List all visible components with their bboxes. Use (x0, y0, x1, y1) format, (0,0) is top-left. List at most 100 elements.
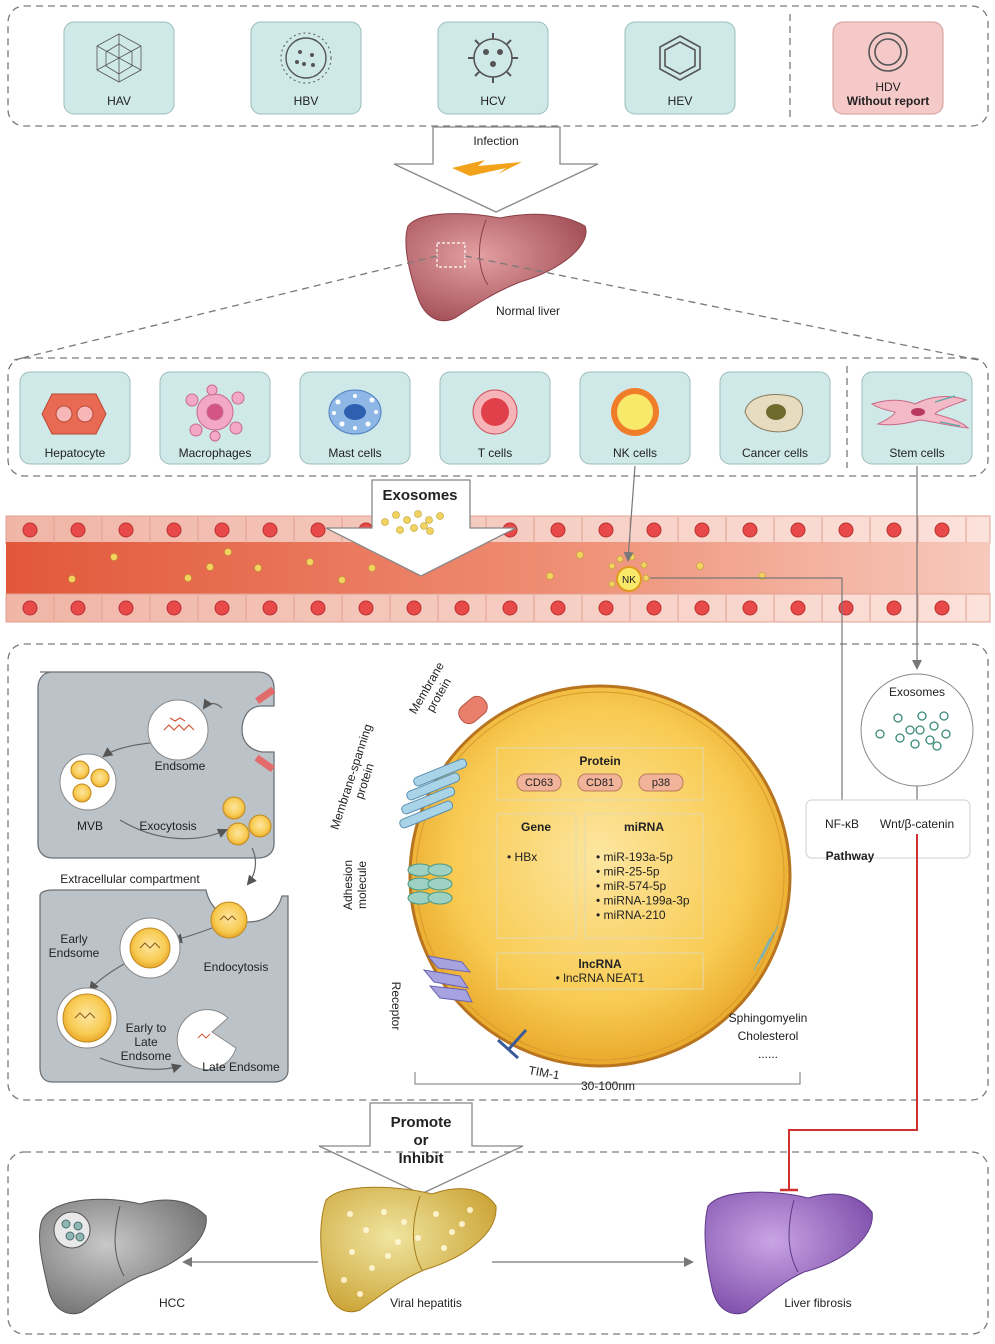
hcc-label: HCC (159, 1296, 185, 1310)
gene-item: • HBx (507, 850, 537, 864)
exosome-particle (254, 564, 262, 572)
vessel-lumen (6, 542, 990, 596)
endothelial-cell (742, 522, 758, 538)
virus-box-hbv: HBV (250, 21, 362, 115)
endothelial-cell (166, 600, 182, 616)
endothelial-cell (790, 522, 806, 538)
hdv-label: HDV (875, 80, 900, 94)
infection-label: Infection (473, 134, 518, 148)
mvb-label: MVB (77, 819, 103, 833)
membrane-protein-label: Membraneprotein (406, 659, 459, 723)
endothelial-cell (358, 600, 374, 616)
mirna-item: • miRNA-210 (596, 908, 666, 922)
hdv-note: Without report (847, 94, 930, 108)
protein-pill: CD81 (577, 773, 623, 792)
lipid-label: Cholesterol (738, 1029, 799, 1043)
membrane-spanning-label: Membrane-spanningprotein (328, 722, 389, 835)
nk-label: NK (622, 575, 636, 586)
lesion-spot (369, 1265, 375, 1271)
zoom-line-right (464, 255, 979, 361)
endothelial-cell (262, 600, 278, 616)
gene-box (496, 813, 577, 939)
endothelial-cell (454, 600, 470, 616)
lightning-icon (452, 160, 522, 176)
lipid-label: ...... (758, 1047, 778, 1061)
biogenesis-diagram: Endsome MVB Exocytosis Extracellular com… (37, 671, 289, 1083)
outcome-panel (7, 1151, 989, 1335)
receptor-label: Receptor (389, 982, 403, 1031)
endothelial-cell (406, 600, 422, 616)
endothelial-cells (22, 517, 967, 621)
exosome-panel (7, 643, 989, 1101)
lesion-spot (395, 1239, 401, 1245)
protein-title: Protein (579, 754, 620, 768)
endothelial-cell (214, 522, 230, 538)
endocytosis-label: Endocytosis (204, 960, 269, 974)
lncrna-box (496, 952, 704, 990)
exosome-membrane (408, 684, 792, 1068)
lesion-spot (401, 1219, 407, 1225)
membrane-protein-icon (458, 695, 488, 725)
normal-liver: Normal liver (405, 213, 587, 322)
macrophage-icon (185, 384, 245, 442)
cell-label: T cells (478, 446, 512, 460)
protein-pill: p38 (638, 773, 684, 792)
exosome-particle (338, 576, 346, 584)
hcc-liver: HCC (39, 1198, 207, 1315)
cell-panel (7, 357, 989, 477)
cell-box-hepatocyte: Hepatocyte (19, 371, 131, 465)
endothelial-cell (310, 600, 326, 616)
endothelial-cell (550, 522, 566, 538)
mirna-box (584, 813, 704, 939)
exosome-particle (206, 563, 214, 571)
ring-virus-icon (868, 32, 908, 72)
nk-to-vessel-arrow (623, 465, 636, 562)
virus-panel (7, 5, 989, 127)
pathway-box: NF-κB Wnt/β-catenin Pathway (805, 799, 971, 863)
pathway-title: Pathway (826, 849, 875, 863)
pathway-wnt: Wnt/β-catenin (880, 817, 954, 831)
endothelial-cell (118, 600, 134, 616)
adhesion-label: Adhesionmolecule (341, 860, 369, 910)
lncrna-title: lncRNA (578, 957, 622, 971)
endothelial-cell (694, 522, 710, 538)
cell-box-macrophages: Macrophages (159, 371, 271, 465)
exosomes-arrow-label: Exosomes (382, 487, 457, 504)
blood-vessel (5, 515, 991, 623)
endothelial-cell (550, 600, 566, 616)
lesion-spot (347, 1211, 353, 1217)
tim1-icon (496, 1028, 528, 1060)
cell-box-mast-cells: Mast cells (299, 371, 411, 465)
lesion-spot (459, 1221, 465, 1227)
endothelial-cell (790, 600, 806, 616)
svg-text:CD63: CD63 (525, 777, 553, 789)
liver-fibrosis-label: Liver fibrosis (784, 1296, 851, 1310)
pathway-nfkb: NF-κB (825, 817, 859, 831)
membrane-spanning-protein-icon (399, 758, 468, 829)
exosomes-arrow: Exosomes (325, 479, 517, 577)
mirna-title: miRNA (624, 820, 664, 834)
virus-box-hdv: HDV Without report (832, 21, 944, 115)
endothelial-cell (70, 600, 86, 616)
lesion-spot (357, 1291, 363, 1297)
receptor-icon (422, 955, 473, 1003)
exosome-particle (68, 575, 76, 583)
lesion-spot (433, 1211, 439, 1217)
endothelial-cell (934, 522, 950, 538)
exosome-particle (546, 572, 554, 580)
virus-box-hev: HEV (624, 21, 736, 115)
endothelial-cell (886, 522, 902, 538)
stem-exosomes: Exosomes (860, 673, 974, 787)
cell-label: Mast cells (328, 446, 381, 460)
exocytosis-label: Exocytosis (139, 819, 196, 833)
mirna-item: • miR-193a-5p (596, 850, 673, 864)
nk-cell-icon (611, 388, 659, 436)
vessel-wall-bottom (5, 593, 991, 623)
icosahedral-virus-icon (96, 33, 142, 83)
virus-label: HCV (480, 94, 505, 108)
lesion-spot (363, 1227, 369, 1233)
lipid-icon (753, 925, 779, 971)
